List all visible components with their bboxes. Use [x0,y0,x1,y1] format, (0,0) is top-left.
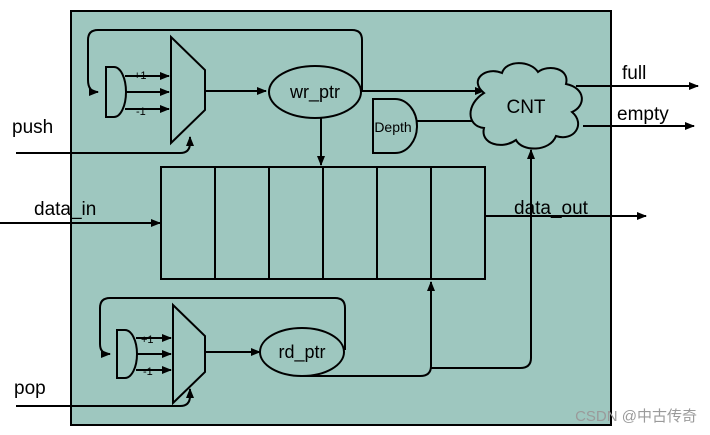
empty-label: empty [617,104,669,125]
read-mux [172,302,206,406]
depth-block [372,98,418,154]
cnt-cloud [469,62,583,150]
rd-ptr-label: rd_ptr [278,342,325,363]
memory-array [160,166,486,280]
data-in-label: data_in [34,199,96,220]
data-out-label: data_out [514,198,589,219]
pop-label: pop [14,378,46,399]
rd-feedback-loop [99,297,346,358]
rd-ptr-to-mem [300,281,435,377]
depth-label: Depth [374,119,411,135]
memory-cell [376,166,432,280]
memory-cell [268,166,324,280]
push-label: push [12,117,53,138]
memory-cell [430,166,486,280]
cnt-label: CNT [506,97,545,118]
read-adder-top-label: +1 [141,334,154,346]
watermark: CSDN @中古传奇 [575,408,697,425]
wr-ptr-label: wr_ptr [289,82,340,103]
wr-feedback-loop [87,29,363,96]
full-label: full [622,63,646,84]
memory-cell [214,166,270,280]
memory-cell [322,166,378,280]
read-adder-bottom-label: -1 [143,366,153,378]
rd-ptr-to-cnt [431,149,535,369]
write-adder [105,66,127,118]
write-adder-bottom-label: -1 [136,106,146,118]
read-adder [116,329,138,379]
memory-cell [160,166,216,280]
pop-wire [16,388,194,407]
push-wire [16,136,194,154]
write-mux [170,34,206,146]
write-adder-top-label: +1 [134,70,147,82]
